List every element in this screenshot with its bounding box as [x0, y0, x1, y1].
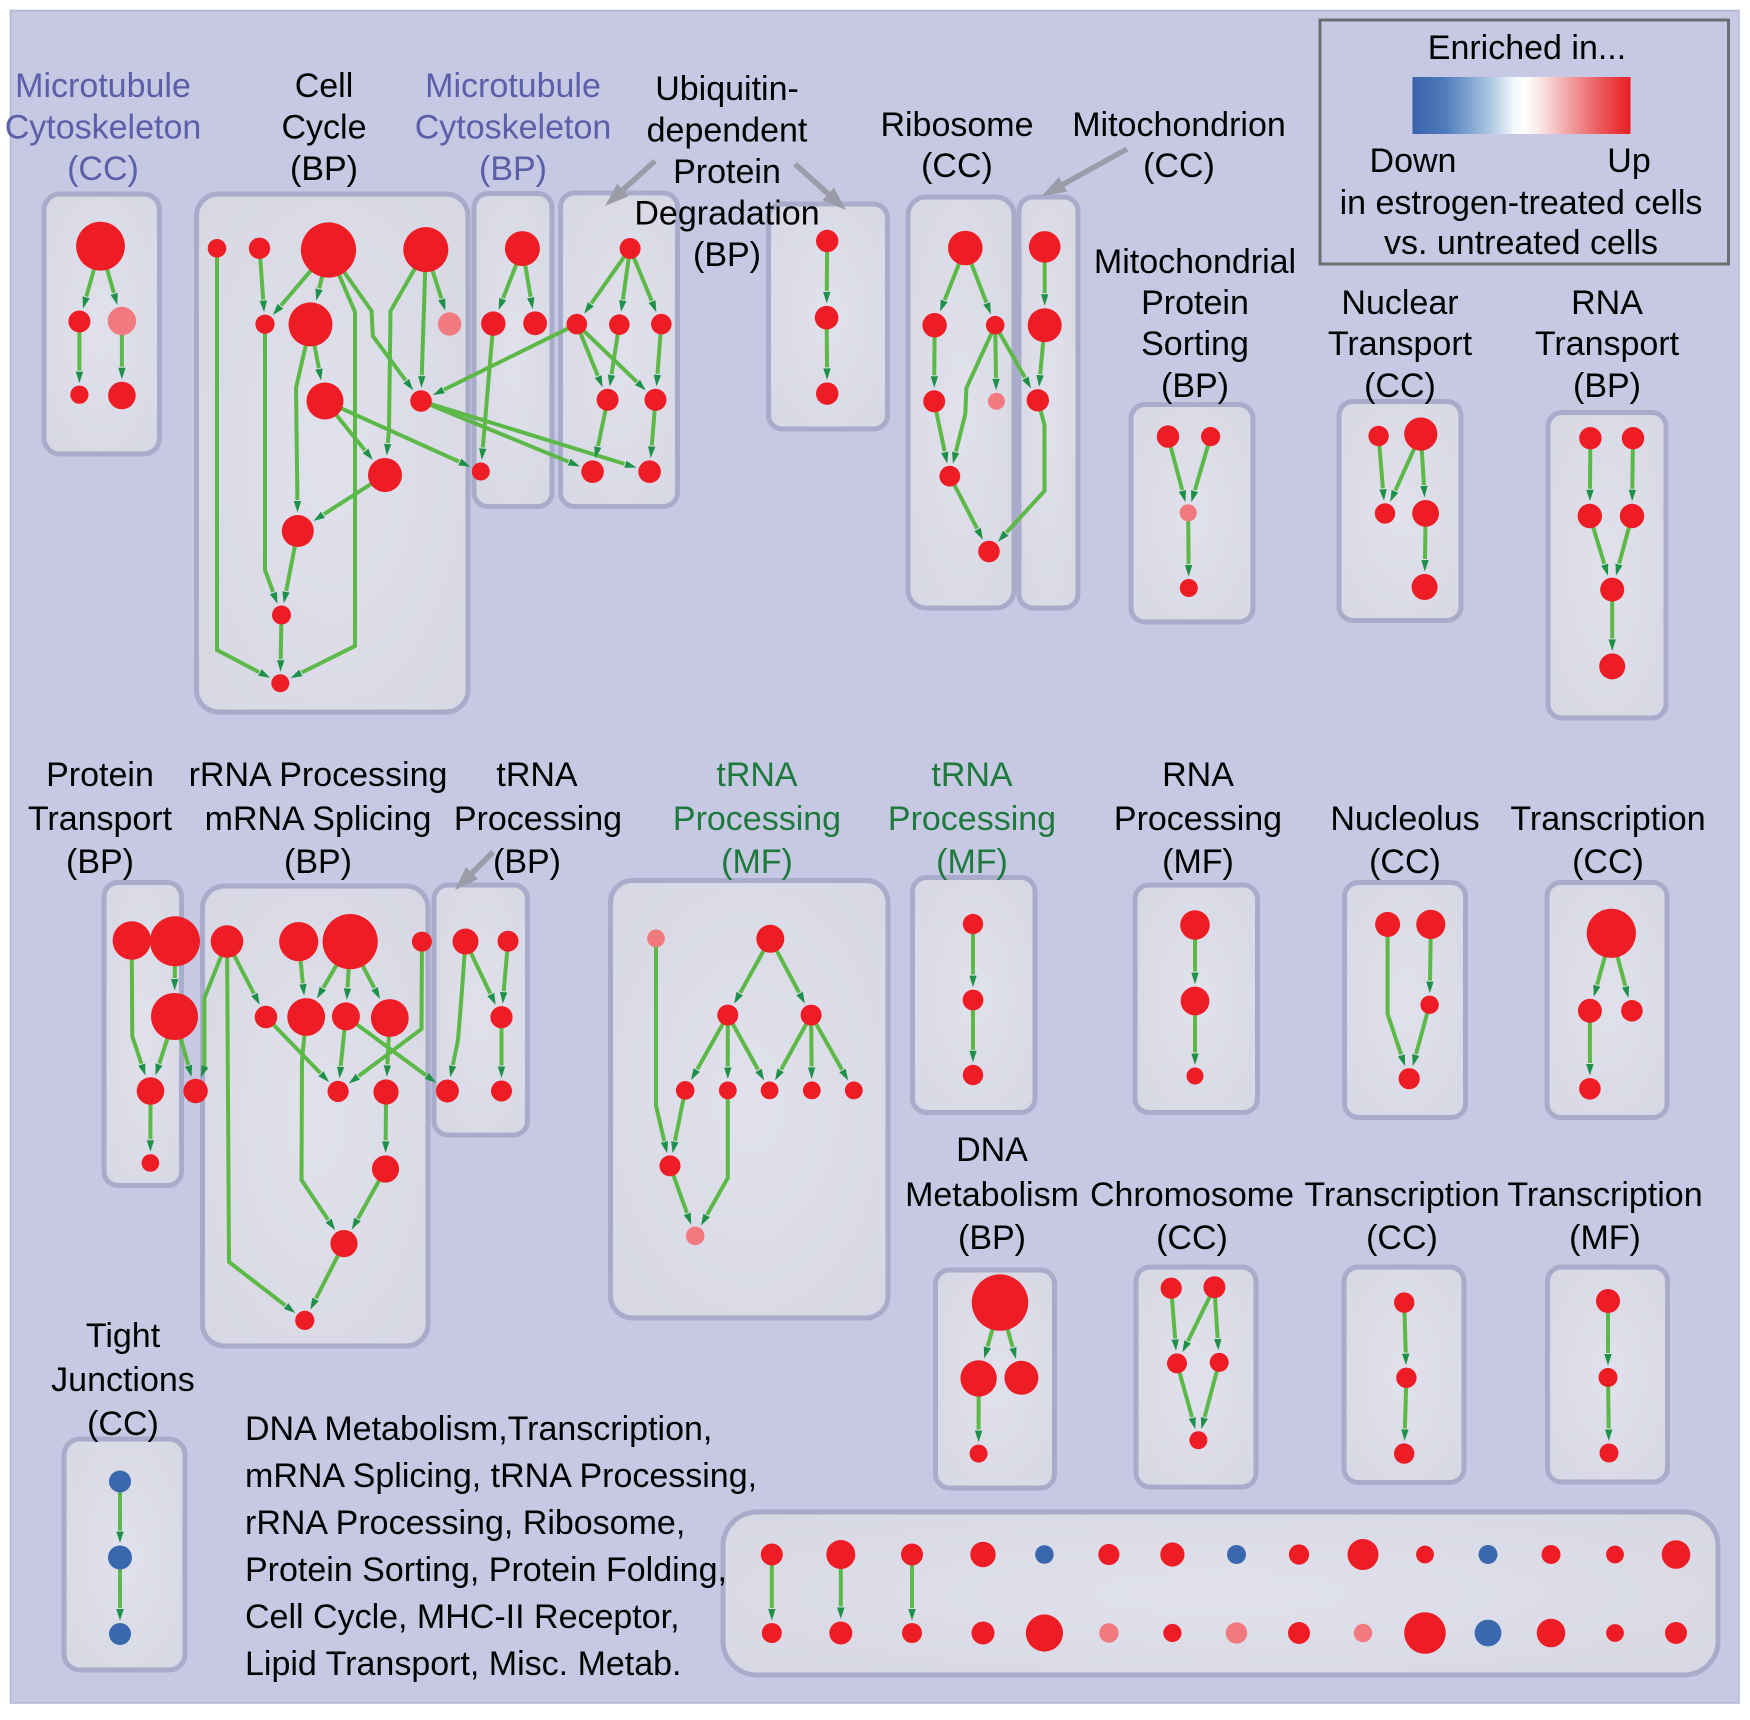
- svg-text:rRNA Processing, Ribosome,: rRNA Processing, Ribosome,: [245, 1504, 685, 1542]
- svg-text:Transcription: Transcription: [1507, 1176, 1702, 1214]
- svg-text:Sorting: Sorting: [1141, 325, 1249, 363]
- svg-text:tRNA: tRNA: [496, 756, 578, 794]
- svg-text:DNA Metabolism,Transcription,: DNA Metabolism,Transcription,: [245, 1410, 712, 1448]
- svg-text:dependent: dependent: [647, 112, 808, 150]
- svg-text:(MF): (MF): [1162, 843, 1234, 881]
- svg-text:mRNA Splicing, tRNA Processing: mRNA Splicing, tRNA Processing,: [245, 1457, 757, 1495]
- svg-text:(CC): (CC): [921, 147, 993, 185]
- svg-text:(CC): (CC): [1156, 1219, 1228, 1257]
- svg-text:Chromosome: Chromosome: [1090, 1176, 1294, 1214]
- svg-text:(MF): (MF): [1569, 1219, 1641, 1257]
- svg-text:(MF): (MF): [721, 843, 793, 881]
- svg-text:Junctions: Junctions: [51, 1361, 195, 1399]
- svg-text:tRNA: tRNA: [716, 756, 798, 794]
- svg-text:Protein: Protein: [46, 756, 154, 794]
- svg-text:(BP): (BP): [290, 150, 358, 188]
- svg-text:tRNA: tRNA: [931, 756, 1013, 794]
- svg-text:Mitochondrion: Mitochondrion: [1072, 106, 1286, 144]
- svg-text:Transcription: Transcription: [1304, 1176, 1499, 1214]
- svg-text:Nuclear: Nuclear: [1341, 284, 1458, 322]
- svg-text:(CC): (CC): [1143, 147, 1215, 185]
- svg-text:Cycle: Cycle: [281, 109, 366, 147]
- svg-text:Cytoskeleton: Cytoskeleton: [415, 109, 612, 147]
- svg-text:Cell: Cell: [295, 67, 354, 105]
- svg-text:(BP): (BP): [66, 843, 134, 881]
- svg-text:Processing: Processing: [454, 800, 622, 838]
- svg-text:Enriched in...: Enriched in...: [1428, 29, 1626, 67]
- svg-text:Down: Down: [1370, 142, 1457, 180]
- svg-text:rRNA Processing: rRNA Processing: [189, 756, 448, 794]
- svg-text:(CC): (CC): [1366, 1219, 1438, 1257]
- svg-text:Transport: Transport: [28, 800, 173, 838]
- svg-text:Protein: Protein: [1141, 284, 1249, 322]
- svg-text:Transport: Transport: [1535, 325, 1680, 363]
- svg-text:Degradation: Degradation: [634, 195, 819, 233]
- svg-text:Microtubule: Microtubule: [15, 67, 191, 105]
- svg-text:(CC): (CC): [1572, 843, 1644, 881]
- svg-text:Processing: Processing: [1114, 800, 1282, 838]
- svg-text:Metabolism: Metabolism: [905, 1176, 1079, 1214]
- svg-text:Protein Sorting, Protein Foldi: Protein Sorting, Protein Folding,: [245, 1551, 727, 1589]
- svg-text:Tight: Tight: [86, 1317, 161, 1355]
- svg-text:Cell Cycle, MHC-II Receptor,: Cell Cycle, MHC-II Receptor,: [245, 1598, 680, 1636]
- svg-text:Cytoskeleton: Cytoskeleton: [5, 109, 202, 147]
- svg-text:(MF): (MF): [936, 843, 1008, 881]
- svg-text:(CC): (CC): [87, 1405, 159, 1443]
- svg-text:Transport: Transport: [1328, 325, 1473, 363]
- svg-text:Ribosome: Ribosome: [880, 106, 1033, 144]
- svg-text:Nucleolus: Nucleolus: [1330, 800, 1479, 838]
- svg-text:Processing: Processing: [673, 800, 841, 838]
- svg-text:Lipid Transport, Misc. Metab.: Lipid Transport, Misc. Metab.: [245, 1645, 682, 1683]
- svg-text:DNA: DNA: [956, 1131, 1028, 1169]
- svg-text:(BP): (BP): [958, 1219, 1026, 1257]
- svg-text:(BP): (BP): [693, 236, 761, 274]
- svg-text:(CC): (CC): [67, 150, 139, 188]
- svg-text:Microtubule: Microtubule: [425, 67, 601, 105]
- svg-text:vs. untreated cells: vs. untreated cells: [1384, 224, 1658, 262]
- svg-text:RNA: RNA: [1571, 284, 1643, 322]
- svg-text:(BP): (BP): [284, 843, 352, 881]
- svg-text:Transcription: Transcription: [1510, 800, 1705, 838]
- svg-text:in estrogen-treated cells: in estrogen-treated cells: [1340, 184, 1703, 222]
- svg-text:Up: Up: [1607, 142, 1650, 180]
- svg-text:RNA: RNA: [1162, 756, 1234, 794]
- svg-text:(CC): (CC): [1369, 843, 1441, 881]
- svg-text:(BP): (BP): [1161, 367, 1229, 405]
- svg-text:Mitochondrial: Mitochondrial: [1094, 243, 1296, 281]
- svg-text:(BP): (BP): [493, 843, 561, 881]
- svg-text:Protein: Protein: [673, 153, 781, 191]
- svg-text:(BP): (BP): [1573, 367, 1641, 405]
- svg-text:Ubiquitin-: Ubiquitin-: [655, 70, 799, 108]
- svg-text:Processing: Processing: [888, 800, 1056, 838]
- svg-text:mRNA Splicing: mRNA Splicing: [205, 800, 432, 838]
- svg-text:(CC): (CC): [1364, 367, 1436, 405]
- svg-text:(BP): (BP): [479, 150, 547, 188]
